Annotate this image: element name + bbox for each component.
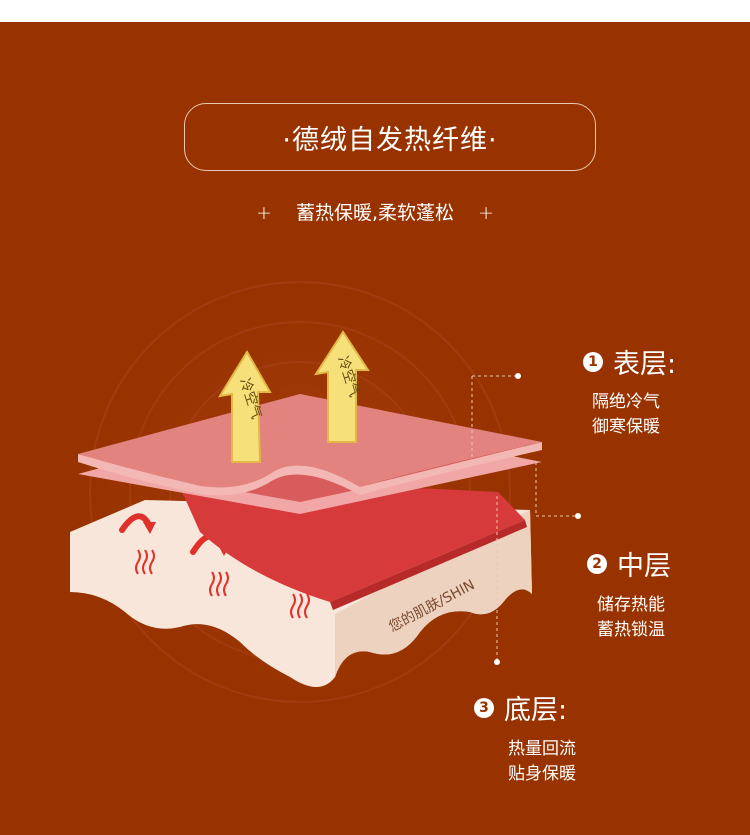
- layer-3-desc-line-2: 贴身保暖: [508, 764, 576, 784]
- layer-3-desc-line-1: 热量回流: [508, 739, 576, 759]
- cold-air-arrow-right: 冷空气: [313, 330, 370, 443]
- page-subtitle: + 蓄热保暖,柔软蓬松 +: [0, 198, 750, 225]
- layer-3-description: 热量回流 贴身保暖: [508, 737, 576, 787]
- middle-layer: [175, 476, 527, 610]
- layer-3-title: 3 底层:: [474, 688, 567, 727]
- cold-air-arrow-left: 冷空气: [218, 350, 272, 463]
- layer-1-description: 隔绝冷气 御寒保暖: [592, 390, 660, 440]
- page-title: ·德绒自发热纤维·: [184, 103, 596, 171]
- page-title-text: ·德绒自发热纤维·: [282, 124, 498, 156]
- subtitle-text: 蓄热保暖,柔软蓬松: [295, 202, 455, 224]
- number-2-icon: 2: [587, 553, 607, 574]
- number-3-icon: 3: [474, 697, 494, 718]
- layer-1-title: 1 表层:: [583, 342, 676, 381]
- plus-left-icon: +: [256, 202, 272, 224]
- layer-2-title: 2 中层: [587, 544, 671, 583]
- layer-1-desc-line-1: 隔绝冷气: [592, 392, 660, 412]
- fabric-layers-diagram: 您的肌肤/SHIN: [70, 262, 581, 722]
- layer-2-description: 储存热能 蓄热锁温: [597, 593, 665, 643]
- content-panel: ·德绒自发热纤维· + 蓄热保暖,柔软蓬松 + 您的肌肤/SHIN: [0, 22, 750, 835]
- layer-3-title-text: 底层:: [504, 695, 568, 726]
- callout-lines: [471, 375, 578, 662]
- layer-2-desc-line-2: 蓄热锁温: [597, 620, 665, 640]
- plus-right-icon: +: [478, 202, 494, 224]
- top-layer: [78, 394, 542, 514]
- number-1-icon: 1: [583, 351, 603, 372]
- layer-2-desc-line-1: 储存热能: [597, 595, 665, 615]
- layer-1-desc-line-2: 御寒保暖: [592, 417, 660, 437]
- layer-2-title-text: 中层: [617, 551, 671, 582]
- layer-1-title-text: 表层:: [613, 349, 677, 380]
- callout-dots: [494, 373, 581, 665]
- heat-wave-icons: [135, 549, 310, 619]
